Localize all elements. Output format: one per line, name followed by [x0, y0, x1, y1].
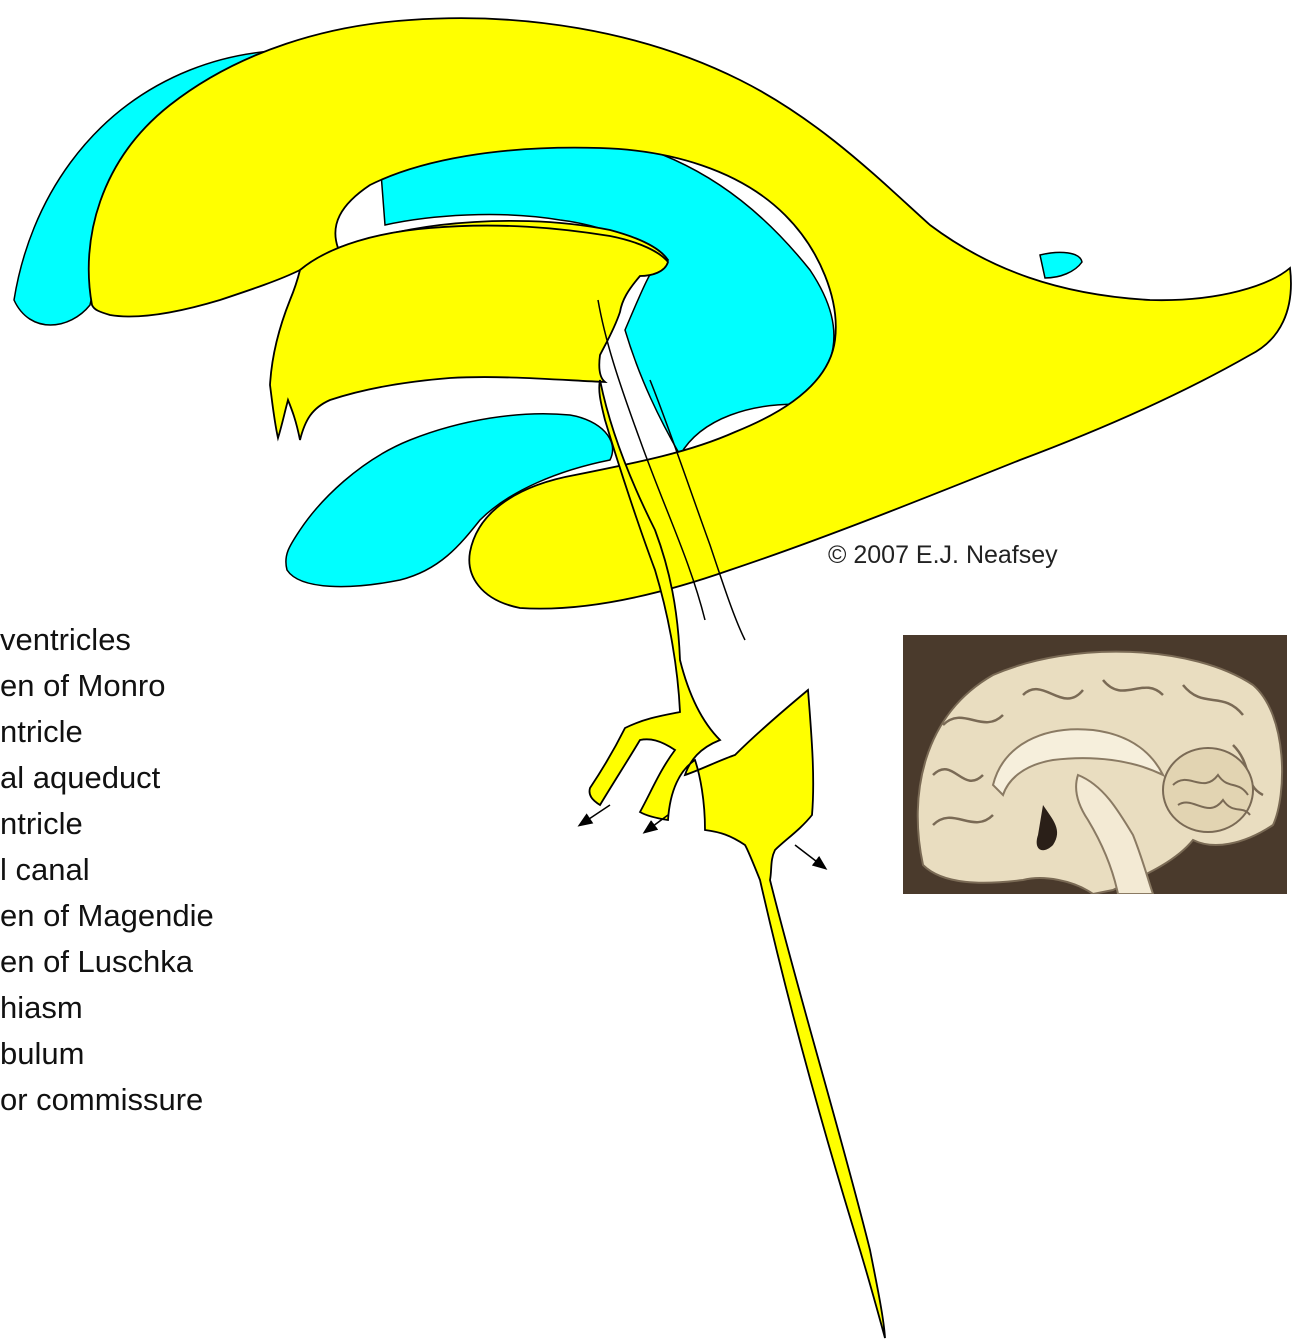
brain-section-photo: [903, 635, 1287, 894]
third-ventricle: [270, 226, 668, 440]
contralateral-occipital-tip: [1040, 252, 1082, 278]
foramen-of-luschka-arrow-left: [580, 805, 610, 825]
copyright-notice: © 2007 E.J. Neafsey: [828, 541, 1058, 570]
foramen-of-magendie-arrow: [795, 845, 825, 868]
